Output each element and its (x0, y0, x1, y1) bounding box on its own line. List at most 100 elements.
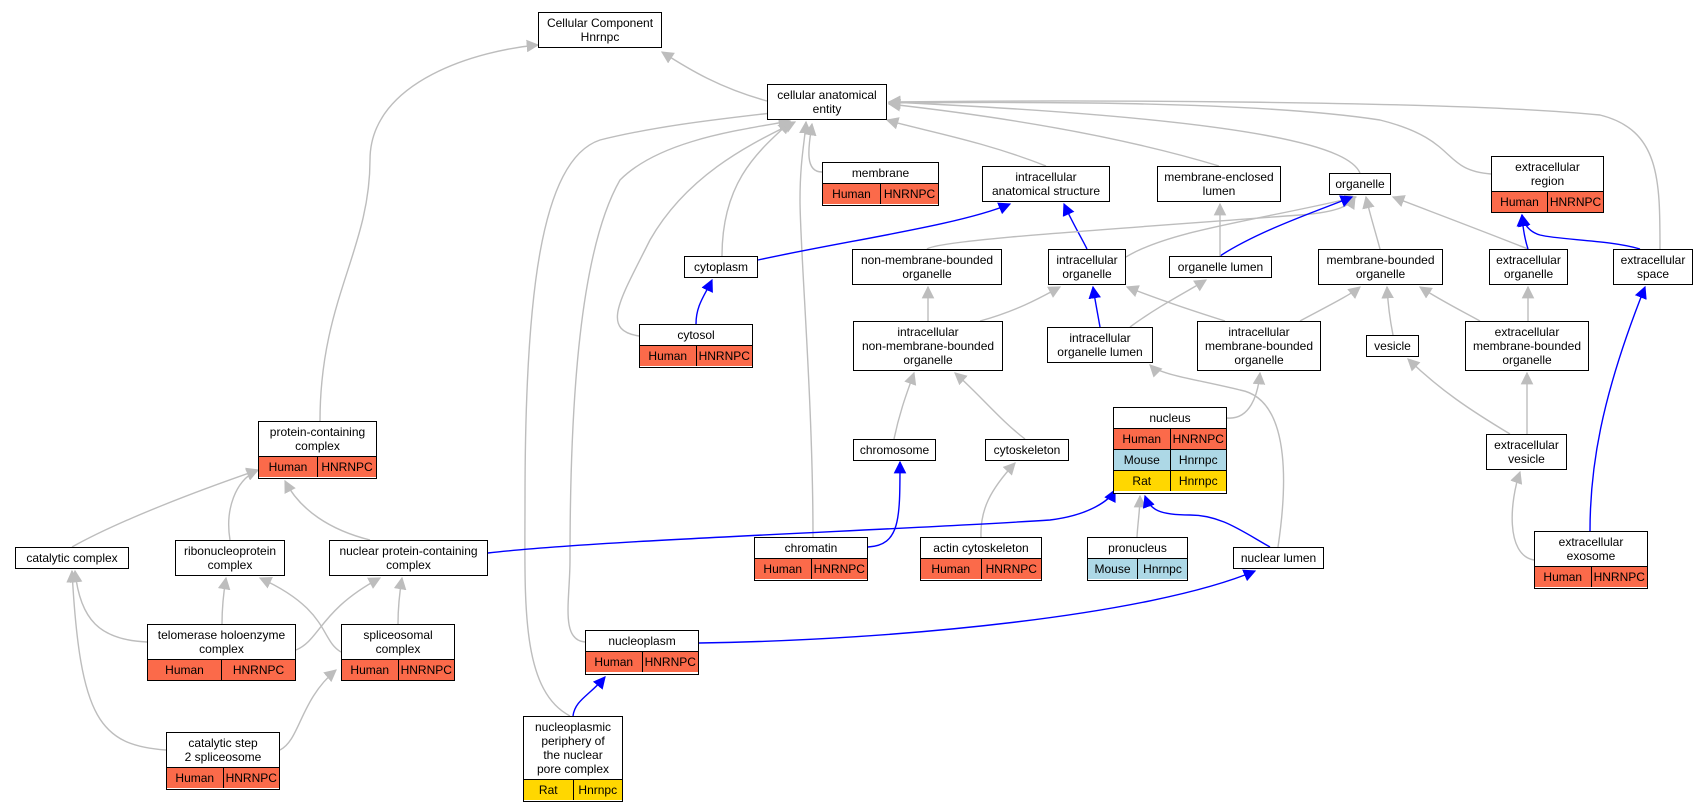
edge-splice-rnp (258, 576, 342, 653)
node-cytoplasm[interactable]: cytoplasm (684, 256, 758, 278)
node-cytoskeleton[interactable]: cytoskeleton (985, 439, 1069, 461)
node-nuclear-protein-containing-complex[interactable]: nuclear protein-containing complex (329, 540, 488, 576)
node-label: Cellular Component Hnrnpc (546, 16, 654, 44)
node-nucleoplasmic-periphery-of-the-nuclear-pore-complex[interactable]: nucleoplasmic periphery of the nuclear p… (523, 716, 623, 802)
node-intracellular-anatomical-structure[interactable]: intracellular anatomical structure (982, 166, 1110, 202)
edge-organelle-cae (887, 96, 1361, 174)
node-vesicle[interactable]: vesicle (1366, 335, 1419, 357)
node-chromosome[interactable]: chromosome (853, 439, 936, 461)
edge-nucleus-imbo (1226, 371, 1266, 419)
edge-nl-nucleus (1142, 494, 1271, 548)
node-organelle[interactable]: organelle (1329, 173, 1391, 195)
node-label: cytoplasm (693, 260, 749, 274)
node-label: intracellular anatomical structure (991, 170, 1101, 198)
node-label: extracellular organelle (1496, 253, 1561, 281)
species-label: Human (1543, 570, 1583, 584)
edge-inmbo-io (979, 286, 1062, 322)
species-label: Human (268, 460, 308, 474)
node-label: intracellular organelle (1056, 253, 1118, 281)
edge-telo-npcc (295, 577, 382, 651)
edge-pronucleus-nucleus (1133, 494, 1147, 538)
species-label: Human (1500, 195, 1539, 209)
node-ribonucleoprotein-complex[interactable]: ribonucleoprotein complex (175, 540, 285, 576)
node-label: membrane-bounded organelle (1326, 253, 1435, 281)
species-label: Mouse (1094, 562, 1131, 576)
node-label: nucleus (1149, 411, 1191, 425)
gene-label: HNRNPC (221, 660, 295, 680)
node-label: ribonucleoprotein complex (183, 544, 277, 572)
node-label: actin cytoskeleton (933, 541, 1029, 555)
edge-exves-vesicle (1407, 358, 1511, 435)
edge-splice-npcc (393, 576, 407, 625)
species-label: Human (648, 349, 688, 363)
edge-nl-iol (1149, 364, 1285, 548)
edge-nmbo-organelle (926, 195, 1356, 250)
node-extracellular-space[interactable]: extracellular space (1613, 249, 1693, 285)
node-extracellular-membrane-bounded-organelle[interactable]: extracellular membrane-bounded organelle (1465, 321, 1589, 371)
edge-npcc-pcc (284, 479, 371, 541)
node-non-membrane-bounded-organelle[interactable]: non-membrane-bounded organelle (852, 249, 1002, 285)
node-label: telomerase holoenzyme complex (157, 628, 286, 656)
node-label: vesicle (1374, 339, 1411, 353)
node-actin-cytoskeleton[interactable]: actin cytoskeleton Human HNRNPC (920, 537, 1042, 581)
edge-chromosome-inmbo (893, 371, 917, 440)
species-label: Human (594, 655, 634, 669)
edge-cytosol-cae (616, 121, 797, 337)
node-cellular-anatomical-entity[interactable]: cellular anatomical entity (767, 84, 887, 120)
edge-rnp-pcc (228, 468, 260, 541)
node-label: cellular anatomical entity (777, 88, 877, 116)
edge-npcc-nucleus (487, 488, 1116, 554)
node-label: intracellular non-membrane-bounded organ… (861, 325, 995, 367)
gene-label: HNRNPC (1547, 192, 1603, 212)
node-label: cytosol (677, 328, 715, 342)
gene-label: HNRNPC (980, 559, 1042, 579)
node-label: pronucleus (1108, 541, 1167, 555)
edge-actin-cytoskeleton (980, 462, 1016, 538)
node-intracellular-organelle-lumen[interactable]: intracellular organelle lumen (1047, 327, 1153, 363)
node-cellular-component[interactable]: Cellular Component Hnrnpc (538, 12, 662, 48)
edge-nucleoplasm-cae (567, 116, 792, 643)
edge-catcx-pcc (71, 467, 260, 548)
edge-imbo-mbo (1299, 286, 1361, 322)
node-intracellular-membrane-bounded-organelle[interactable]: intracellular membrane-bounded organelle (1197, 321, 1321, 371)
edge-cytoskeleton-inmbo (954, 372, 1026, 440)
node-intracellular-non-membrane-bounded-organelle[interactable]: intracellular non-membrane-bounded organ… (853, 321, 1003, 371)
edge-exorg-organelle (1391, 195, 1529, 250)
edge-cytoplasm-cae (721, 121, 791, 257)
edge-exspace-exreg (1518, 213, 1641, 250)
node-extracellular-vesicle[interactable]: extracellular vesicle (1486, 434, 1567, 470)
gene-label: HNRNPC (810, 559, 868, 579)
edge-nppc-cae (524, 107, 782, 717)
node-membrane-enclosed-lumen[interactable]: membrane-enclosed lumen (1157, 166, 1281, 202)
species-label: Human (175, 771, 215, 785)
edge-exspace-cae (887, 95, 1661, 250)
node-catalytic-complex[interactable]: catalytic complex (15, 547, 129, 569)
species-label: Human (931, 562, 971, 576)
node-label: catalytic step 2 spliceosome (184, 736, 262, 764)
node-nuclear-lumen[interactable]: nuclear lumen (1233, 547, 1324, 569)
node-intracellular-organelle[interactable]: intracellular organelle (1048, 249, 1126, 285)
node-organelle-lumen[interactable]: organelle lumen (1169, 256, 1272, 278)
species-label: Rat (1132, 474, 1152, 488)
edge-telo-catcx (69, 569, 148, 643)
edge-telo-rnp (217, 576, 231, 625)
node-membrane-bounded-organelle[interactable]: membrane-bounded organelle (1318, 249, 1443, 285)
node-extracellular-organelle[interactable]: extracellular organelle (1489, 249, 1568, 285)
